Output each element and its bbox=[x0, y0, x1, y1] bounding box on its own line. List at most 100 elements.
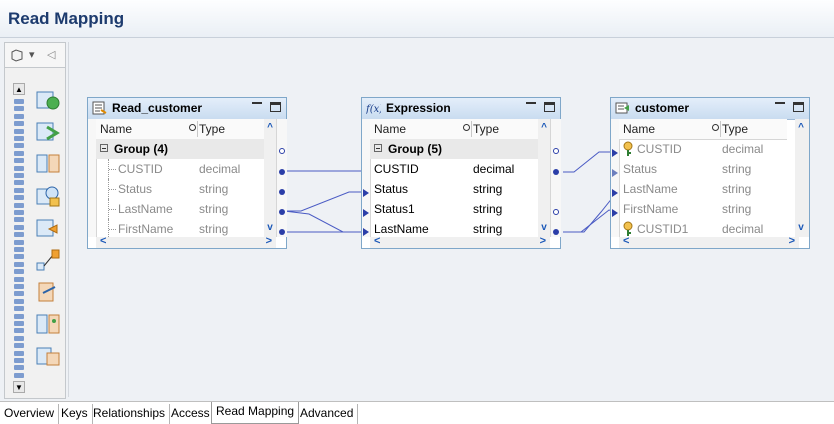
input-port[interactable] bbox=[363, 189, 369, 197]
collapse-icon[interactable] bbox=[100, 144, 108, 152]
vertical-scrollbar[interactable]: ^ v bbox=[264, 119, 276, 237]
group-row[interactable]: Group (5) bbox=[370, 139, 538, 159]
expression-object[interactable]: f(x) Expression Name Type Gro bbox=[361, 97, 561, 249]
scroll-left-icon[interactable]: < bbox=[623, 235, 630, 247]
palette-scroll-tick bbox=[14, 328, 24, 334]
tab-advanced[interactable]: Advanced bbox=[296, 404, 359, 424]
name-column-header[interactable]: Name bbox=[623, 122, 656, 136]
output-port[interactable] bbox=[553, 209, 559, 215]
scroll-left-icon[interactable]: < bbox=[374, 235, 381, 247]
sort-icon[interactable] bbox=[463, 124, 470, 131]
scroll-right-icon[interactable]: > bbox=[539, 235, 546, 247]
minimize-icon[interactable] bbox=[526, 102, 536, 107]
maximize-icon[interactable] bbox=[793, 102, 804, 112]
type-column-header[interactable]: Type bbox=[722, 122, 749, 136]
scroll-down-icon[interactable]: v bbox=[798, 222, 804, 233]
scroll-left-icon[interactable]: < bbox=[100, 235, 107, 247]
palette-dropdown-icon[interactable]: ▾ bbox=[29, 49, 35, 61]
input-port[interactable] bbox=[612, 169, 618, 177]
scroll-up-icon[interactable]: ^ bbox=[267, 122, 273, 133]
tab-read-mapping[interactable]: Read Mapping bbox=[211, 402, 300, 424]
scroll-right-icon[interactable]: > bbox=[788, 235, 795, 247]
scroll-up-icon[interactable]: ^ bbox=[541, 122, 547, 133]
read-customer-header[interactable]: Read_customer bbox=[88, 98, 286, 120]
horizontal-scrollbar[interactable]: < > bbox=[96, 235, 276, 248]
mapping-canvas[interactable]: Read_customer Name Type Group (4) CUSTID… bbox=[68, 42, 831, 397]
column-divider[interactable] bbox=[471, 121, 472, 137]
mapping-icon[interactable] bbox=[35, 151, 61, 177]
palette-scrollbar[interactable]: ▲ ▼ bbox=[13, 83, 25, 395]
output-port[interactable] bbox=[553, 229, 559, 235]
name-column-header[interactable]: Name bbox=[100, 122, 133, 136]
scroll-down-icon[interactable]: v bbox=[267, 222, 273, 233]
sorter-icon[interactable] bbox=[35, 343, 61, 369]
joiner-icon[interactable] bbox=[35, 279, 61, 305]
router-icon[interactable] bbox=[35, 311, 61, 337]
horizontal-scrollbar[interactable]: < > bbox=[370, 235, 550, 248]
collapse-icon[interactable] bbox=[374, 144, 382, 152]
input-port[interactable] bbox=[612, 149, 618, 157]
column-divider[interactable] bbox=[720, 121, 721, 137]
transformation-icon[interactable] bbox=[35, 119, 61, 145]
input-port[interactable] bbox=[363, 228, 369, 236]
output-port[interactable] bbox=[279, 209, 285, 215]
group-row[interactable]: Group (4) bbox=[96, 139, 264, 159]
sort-icon[interactable] bbox=[712, 124, 719, 131]
vertical-scrollbar[interactable]: ^ v bbox=[795, 119, 809, 237]
tab-keys[interactable]: Keys bbox=[57, 404, 93, 424]
type-column-header[interactable]: Type bbox=[199, 122, 226, 136]
maximize-icon[interactable] bbox=[270, 102, 281, 112]
link-icon[interactable] bbox=[35, 247, 61, 273]
minimize-icon[interactable] bbox=[252, 102, 262, 107]
lookup-icon[interactable] bbox=[35, 183, 61, 209]
input-port[interactable] bbox=[363, 209, 369, 217]
palette-scroll-tick bbox=[14, 180, 24, 186]
column-divider[interactable] bbox=[197, 121, 198, 137]
vertical-scrollbar[interactable]: ^ v bbox=[538, 119, 550, 237]
read-customer-object[interactable]: Read_customer Name Type Group (4) CUSTID… bbox=[87, 97, 287, 249]
tab-overview[interactable]: Overview bbox=[0, 404, 60, 424]
input-port[interactable] bbox=[612, 209, 618, 217]
maximize-icon[interactable] bbox=[544, 102, 555, 112]
customer-header[interactable]: customer bbox=[611, 98, 809, 120]
output-port[interactable] bbox=[279, 169, 285, 175]
scroll-up-icon[interactable]: ^ bbox=[798, 122, 804, 133]
output-port[interactable] bbox=[279, 229, 285, 235]
scroll-down-icon[interactable]: v bbox=[541, 222, 547, 233]
output-port[interactable] bbox=[553, 169, 559, 175]
name-column-header[interactable]: Name bbox=[374, 122, 407, 136]
group-output-port[interactable] bbox=[553, 148, 559, 154]
type-column-header[interactable]: Type bbox=[473, 122, 500, 136]
group-output-port[interactable] bbox=[279, 148, 285, 154]
target-object-icon[interactable] bbox=[35, 215, 61, 241]
palette-scroll-down-icon[interactable]: ▼ bbox=[13, 381, 25, 393]
tab-relationships[interactable]: Relationships bbox=[89, 404, 171, 424]
expression-header[interactable]: f(x) Expression bbox=[362, 98, 560, 120]
palette-collapse-icon[interactable]: ◁ bbox=[47, 49, 56, 61]
input-port[interactable] bbox=[612, 189, 618, 197]
tab-access[interactable]: Access bbox=[167, 404, 215, 424]
palette-scroll-up-icon[interactable]: ▲ bbox=[13, 83, 25, 95]
palette-scroll-tick bbox=[14, 232, 24, 238]
horizontal-scrollbar[interactable]: < > bbox=[619, 235, 799, 248]
sort-icon[interactable] bbox=[189, 124, 196, 131]
source-object-icon[interactable] bbox=[35, 87, 61, 113]
scroll-right-icon[interactable]: > bbox=[265, 235, 272, 247]
output-port[interactable] bbox=[279, 189, 285, 195]
minimize-icon[interactable] bbox=[775, 102, 785, 107]
palette-view-icon[interactable] bbox=[10, 48, 24, 62]
